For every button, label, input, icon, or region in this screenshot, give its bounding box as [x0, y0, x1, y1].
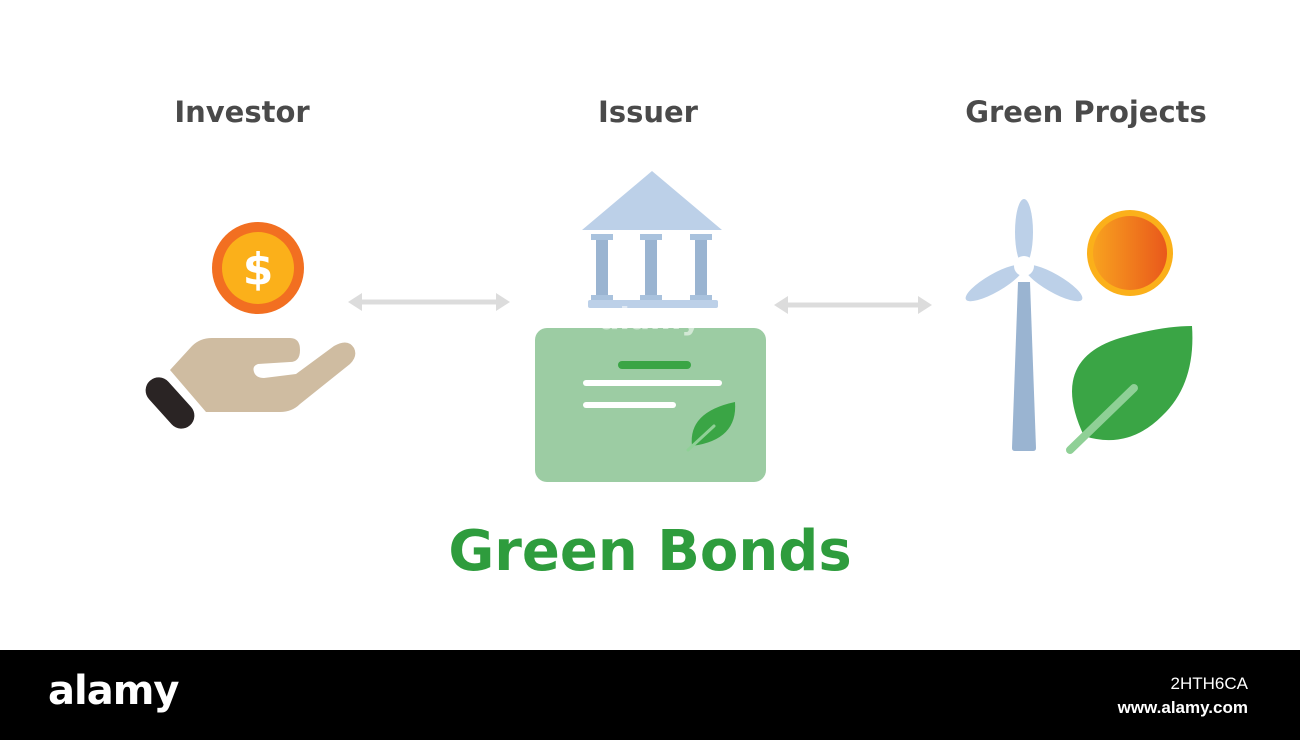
- leaf-icon: [1066, 326, 1193, 454]
- green-projects-label: Green Projects: [965, 95, 1207, 129]
- double-arrow-icon: [774, 296, 932, 314]
- hand-icon: [145, 338, 356, 429]
- issuer-label: Issuer: [598, 95, 698, 129]
- double-arrow-icon: [348, 293, 510, 311]
- watermark-overlay: alamy: [599, 302, 701, 337]
- sun-icon: [1087, 210, 1173, 296]
- bond-certificate-icon: [535, 328, 766, 482]
- image-id: 2HTH6CA: [1170, 674, 1248, 693]
- dollar-coin-icon: $: [212, 222, 304, 314]
- wind-turbine-icon: [965, 199, 1083, 451]
- investor-label: Investor: [174, 95, 310, 129]
- diagram-illustration: $: [145, 171, 1193, 482]
- svg-text:$: $: [243, 244, 274, 295]
- bank-building-icon: [582, 171, 722, 308]
- hand-holding-coin-icon: $: [145, 222, 356, 429]
- alamy-logo: alamy: [48, 668, 179, 714]
- watermark-footer: alamy 2HTH6CA www.alamy.com: [0, 650, 1300, 740]
- site-url: www.alamy.com: [1117, 698, 1248, 717]
- diagram-title: Green Bonds: [448, 519, 852, 584]
